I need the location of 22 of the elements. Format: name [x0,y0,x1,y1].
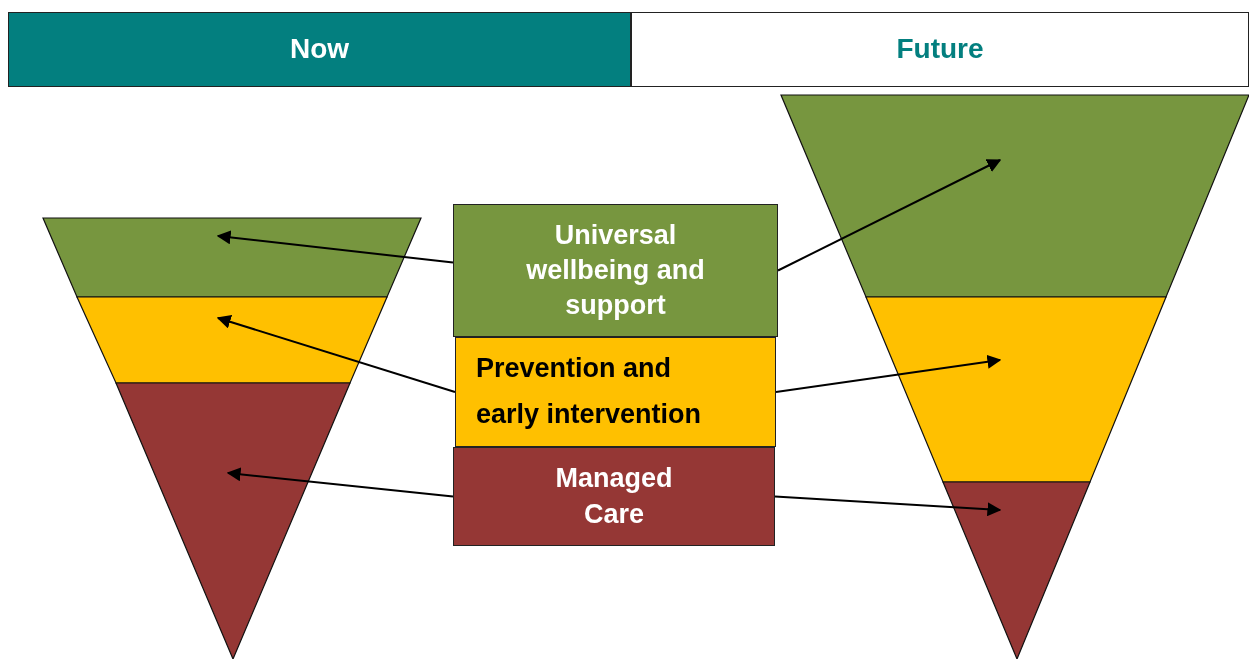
arrow [774,495,1002,517]
category-box [453,447,775,546]
header-band [8,12,631,87]
column-heading: Future [896,32,984,67]
arrow [775,354,1002,393]
category-label: Universal wellbeing and support [525,218,706,323]
funnel-segment [780,94,1249,298]
arrow [216,315,456,393]
funnel-tip [115,382,351,659]
arrow [216,230,454,264]
category-box [453,204,778,337]
arrow [226,467,454,498]
header-band [631,12,1249,87]
funnel-segment [76,296,388,384]
funnel-segment [865,296,1167,483]
funnel-segment [42,217,422,298]
funnel-tip [942,481,1091,659]
category-label: Prevention and early intervention [476,352,703,431]
category-box [455,337,776,447]
column-heading: Now [289,32,350,67]
category-label: Managed Care [554,462,674,531]
arrow [777,159,1002,272]
